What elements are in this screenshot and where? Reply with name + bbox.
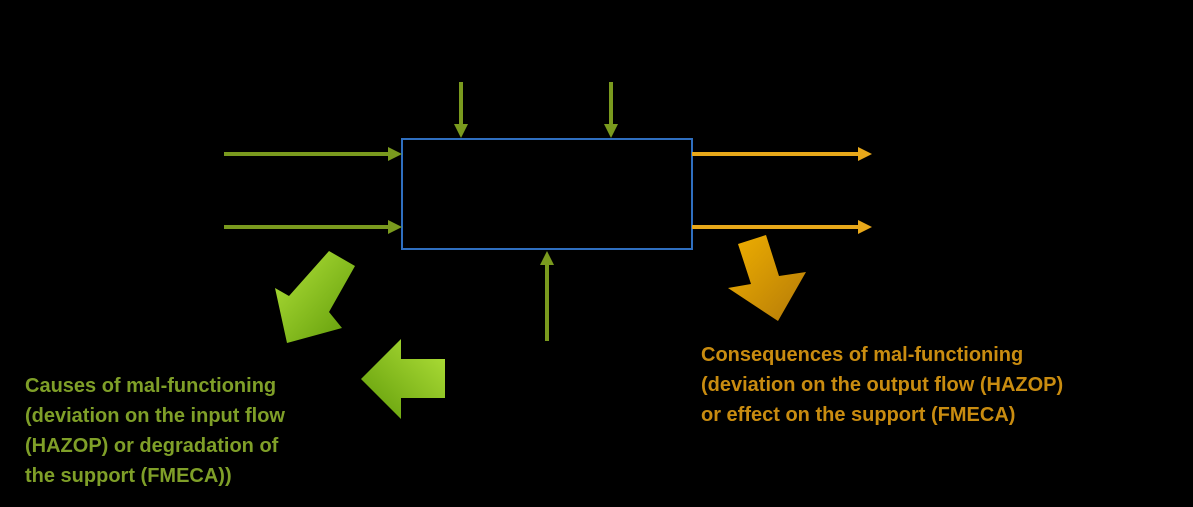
output-flow-arrow-1 — [692, 147, 872, 161]
consequences-block-arrow — [728, 235, 806, 321]
consequences-caption-line: or effect on the support (FMECA) — [701, 404, 1016, 426]
output-flow-arrow-2 — [692, 220, 872, 234]
causes-block-arrow-diagonal — [275, 251, 355, 343]
input-flow-arrow-1 — [224, 147, 402, 161]
input-flow-arrow-2 — [224, 220, 402, 234]
support-arrow-bottom — [540, 251, 554, 341]
consequences-caption: Consequences of mal-functioning (deviati… — [701, 340, 1063, 430]
function-box — [401, 138, 693, 250]
causes-block-arrow-left — [361, 339, 445, 419]
consequences-caption-line: Consequences of mal-functioning — [701, 344, 1024, 366]
causes-caption-line: Causes of mal-functioning — [25, 375, 277, 397]
support-arrow-top-1 — [454, 82, 468, 138]
causes-caption: Causes of mal-functioning (deviation on … — [25, 371, 285, 491]
support-arrow-top-2 — [604, 82, 618, 138]
causes-caption-line: the support (FMECA)) — [25, 465, 232, 487]
consequences-caption-line: (deviation on the output flow (HAZOP) — [701, 374, 1064, 396]
causes-caption-line: (HAZOP) or degradation of — [25, 435, 279, 457]
causes-caption-line: (deviation on the input flow — [25, 405, 285, 427]
